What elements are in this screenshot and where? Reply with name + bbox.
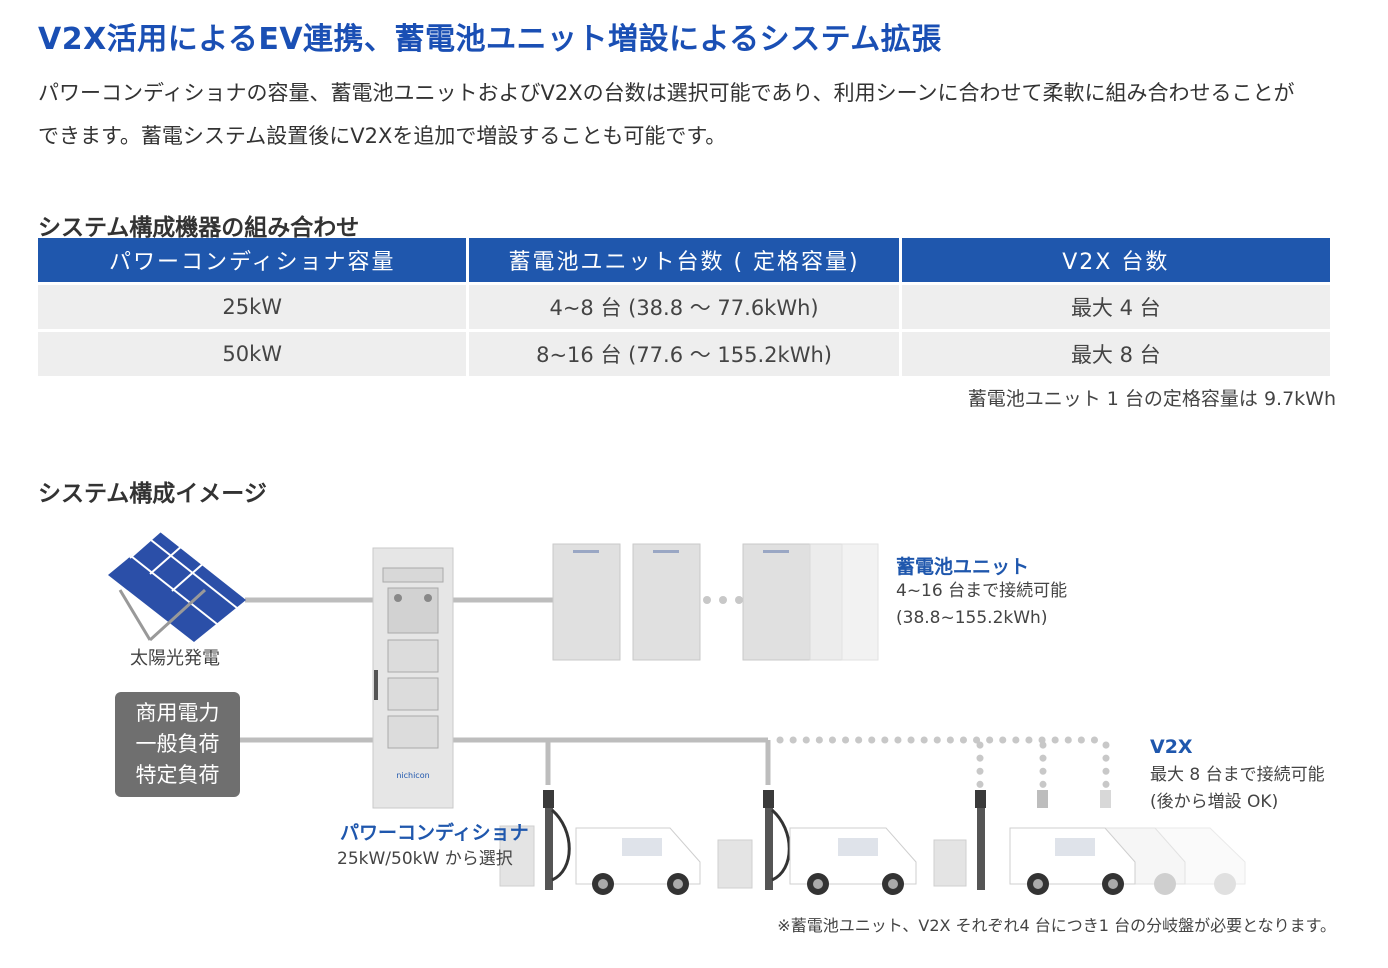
solar-label: 太陽光発電 bbox=[130, 648, 220, 669]
intro-line-2: できます。蓄電システム設置後にV2Xを追加で増設することも可能です。 bbox=[38, 124, 727, 148]
col-header-battery: 蓄電池ユニット台数 ( 定格容量) bbox=[469, 238, 899, 282]
grid-line-commercial: 商用電力 bbox=[135, 701, 220, 725]
table-row: 50kW 8~16 台 (77.6 ～ 155.2kWh) 最大 8 台 bbox=[38, 332, 1330, 376]
v2x-line-2: (後から増設 OK) bbox=[1150, 792, 1279, 812]
battery-line-1: 4~16 台まで接続可能 bbox=[896, 581, 1068, 601]
battery-unit bbox=[632, 543, 701, 661]
diagram-heading: システム構成イメージ bbox=[38, 481, 267, 507]
spec-heading: システム構成機器の組み合わせ bbox=[38, 215, 360, 241]
battery-title: 蓄電池ユニット bbox=[896, 556, 1030, 578]
cell-battery: 4~8 台 (38.8 ～ 77.6kWh) bbox=[469, 285, 899, 329]
grid-line-specific-load: 特定負荷 bbox=[135, 763, 220, 787]
pcs-subtitle: 25kW/50kW から選択 bbox=[337, 849, 513, 869]
spec-table-header: パワーコンディショナ容量 蓄電池ユニット台数 ( 定格容量) V2X 台数 bbox=[38, 238, 1330, 282]
footnote: ※蓄電池ユニット、V2X それぞれ4 台につき1 台の分岐盤が必要となります。 bbox=[777, 916, 1336, 935]
pcs-brand-text: nichicon bbox=[396, 771, 429, 780]
cell-v2x: 最大 4 台 bbox=[901, 285, 1330, 329]
grid-load-box: 商用電力 一般負荷 特定負荷 bbox=[115, 692, 240, 797]
col-header-v2x: V2X 台数 bbox=[901, 238, 1330, 282]
intro-text: パワーコンディショナの容量、蓄電池ユニットおよびV2Xの台数は選択可能であり、利… bbox=[38, 72, 1358, 158]
cell-pcs: 50kW bbox=[38, 332, 467, 376]
page-title: V2X活用によるEV連携、蓄電池ユニット増設によるシステム拡張 bbox=[38, 22, 942, 57]
v2x-group-1 bbox=[499, 790, 701, 895]
grid-line-general-load: 一般負荷 bbox=[135, 732, 220, 756]
table-row: 25kW 4~8 台 (38.8 ～ 77.6kWh) 最大 4 台 bbox=[38, 285, 1330, 329]
col-header-pcs: パワーコンディショナ容量 bbox=[38, 238, 467, 282]
spec-table: パワーコンディショナ容量 蓄電池ユニット台数 ( 定格容量) V2X 台数 25… bbox=[35, 235, 1333, 379]
solar-panel-icon bbox=[108, 513, 246, 642]
dotted-expansion-lines bbox=[703, 596, 743, 604]
battery-unit bbox=[552, 543, 621, 661]
cell-battery: 8~16 台 (77.6 ～ 155.2kWh) bbox=[469, 332, 899, 376]
battery-unit bbox=[742, 543, 811, 661]
cell-pcs: 25kW bbox=[38, 285, 467, 329]
battery-line-2: (38.8~155.2kWh) bbox=[896, 608, 1048, 628]
battery-unit-ghost bbox=[809, 543, 843, 661]
v2x-title: V2X bbox=[1150, 736, 1193, 758]
capacity-note: 蓄電池ユニット 1 台の定格容量は 9.7kWh bbox=[967, 388, 1336, 410]
pcs-title: パワーコンディショナ bbox=[340, 822, 529, 844]
battery-unit-icons bbox=[552, 543, 879, 661]
connection-lines bbox=[240, 597, 771, 785]
battery-unit-ghost bbox=[841, 543, 879, 661]
v2x-group-3 bbox=[933, 790, 1246, 895]
intro-line-1: パワーコンディショナの容量、蓄電池ユニットおよびV2Xの台数は選択可能であり、利… bbox=[38, 81, 1295, 105]
v2x-group-2 bbox=[717, 790, 917, 895]
cell-v2x: 最大 8 台 bbox=[901, 332, 1330, 376]
power-conditioner-icon: nichicon bbox=[372, 547, 454, 809]
dotted-v2x-bus bbox=[776, 736, 1110, 789]
v2x-line-1: 最大 8 台まで接続可能 bbox=[1150, 765, 1325, 785]
